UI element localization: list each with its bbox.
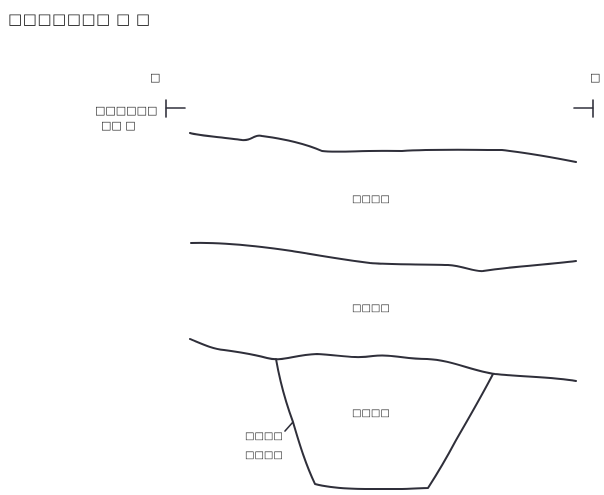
right-end-label: □: [590, 71, 600, 84]
diagram-title: □□□□□□□ □ □: [8, 10, 151, 28]
right-section-marker: [574, 100, 593, 117]
layer-3-label: □□□□: [352, 408, 390, 419]
trench-outline: [276, 359, 493, 489]
layer-1-label: □□□□: [352, 194, 390, 205]
lower-surface-line: [190, 339, 576, 381]
feature-label-line-2: □□□□: [245, 450, 283, 461]
layer-2-label: □□□□: [352, 303, 390, 314]
left-bracket-label-line-2: □□ □: [101, 119, 136, 132]
feature-label-line-1: □□□□: [245, 431, 283, 442]
upper-boundary-line: [190, 133, 576, 162]
left-bracket-label-line-1: □□□□□□: [95, 104, 157, 117]
feature-pointer-line: [285, 422, 293, 431]
left-section-marker: [166, 100, 185, 117]
middle-boundary-line: [191, 243, 576, 271]
left-end-label: □: [150, 71, 160, 84]
